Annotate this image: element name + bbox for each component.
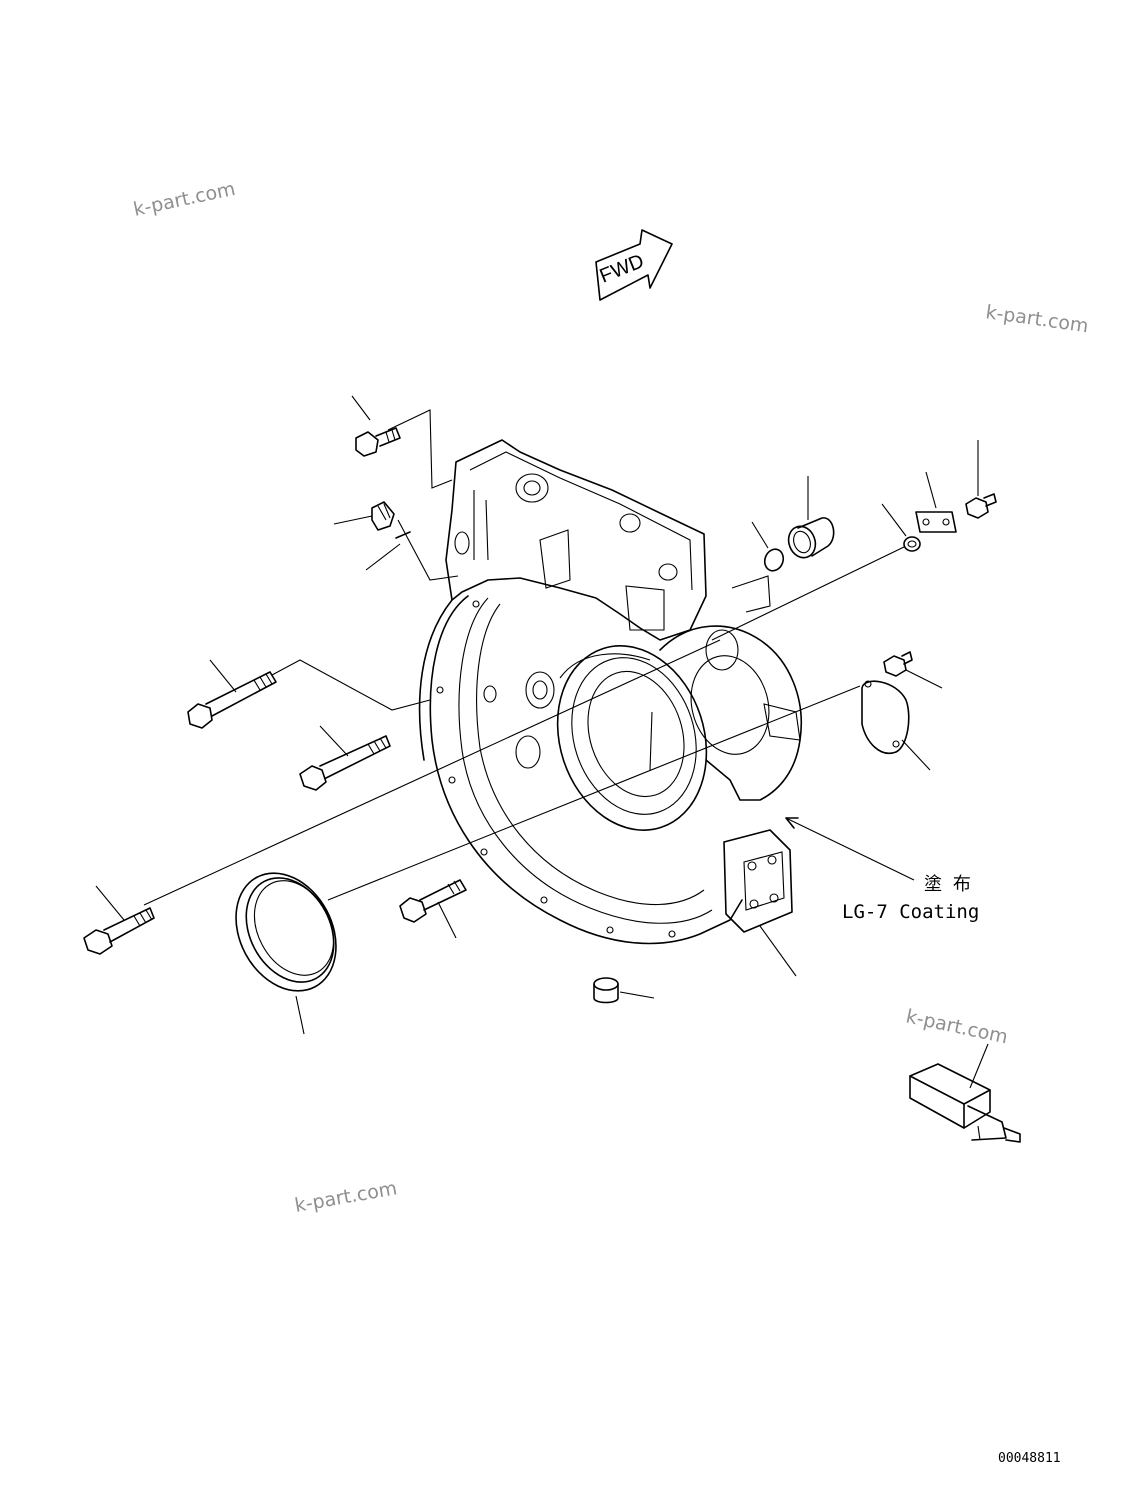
fwd-label: FWD [597,250,647,287]
nut-small [881,503,921,552]
long-bolt-2 [299,725,391,791]
coating-indicator [759,817,915,977]
coating-note-japanese: 塗 布 [924,873,971,895]
inspection-cover [861,680,931,771]
oil-seal [235,872,337,1035]
watermark-3: k-part.com [904,1005,1010,1048]
clip-part [333,501,395,531]
watermark-4: k-part.com [293,1177,399,1217]
threaded-plug [787,476,835,559]
cover-plate-small [915,471,957,533]
plug-bottom [593,977,655,1004]
bolt-top-right [965,440,997,519]
long-bolt-3 [83,885,155,955]
bolt-lower-middle [399,879,467,939]
coating-note-english: LG-7 Coating [842,901,979,923]
fwd-arrow-icon: FWD [595,229,673,301]
watermark-1: k-part.com [131,178,237,221]
o-ring [751,521,785,572]
bolt-cover [883,651,943,689]
bolt-small-top [351,395,401,457]
watermark-2: k-part.com [984,301,1090,337]
flywheel-housing [418,439,802,945]
sensor-stud-part [909,1043,1021,1143]
long-bolt-1 [187,659,277,729]
drawing-number: 00048811 [998,1451,1061,1466]
leader-lines [143,409,907,906]
spring-pin [365,531,411,571]
